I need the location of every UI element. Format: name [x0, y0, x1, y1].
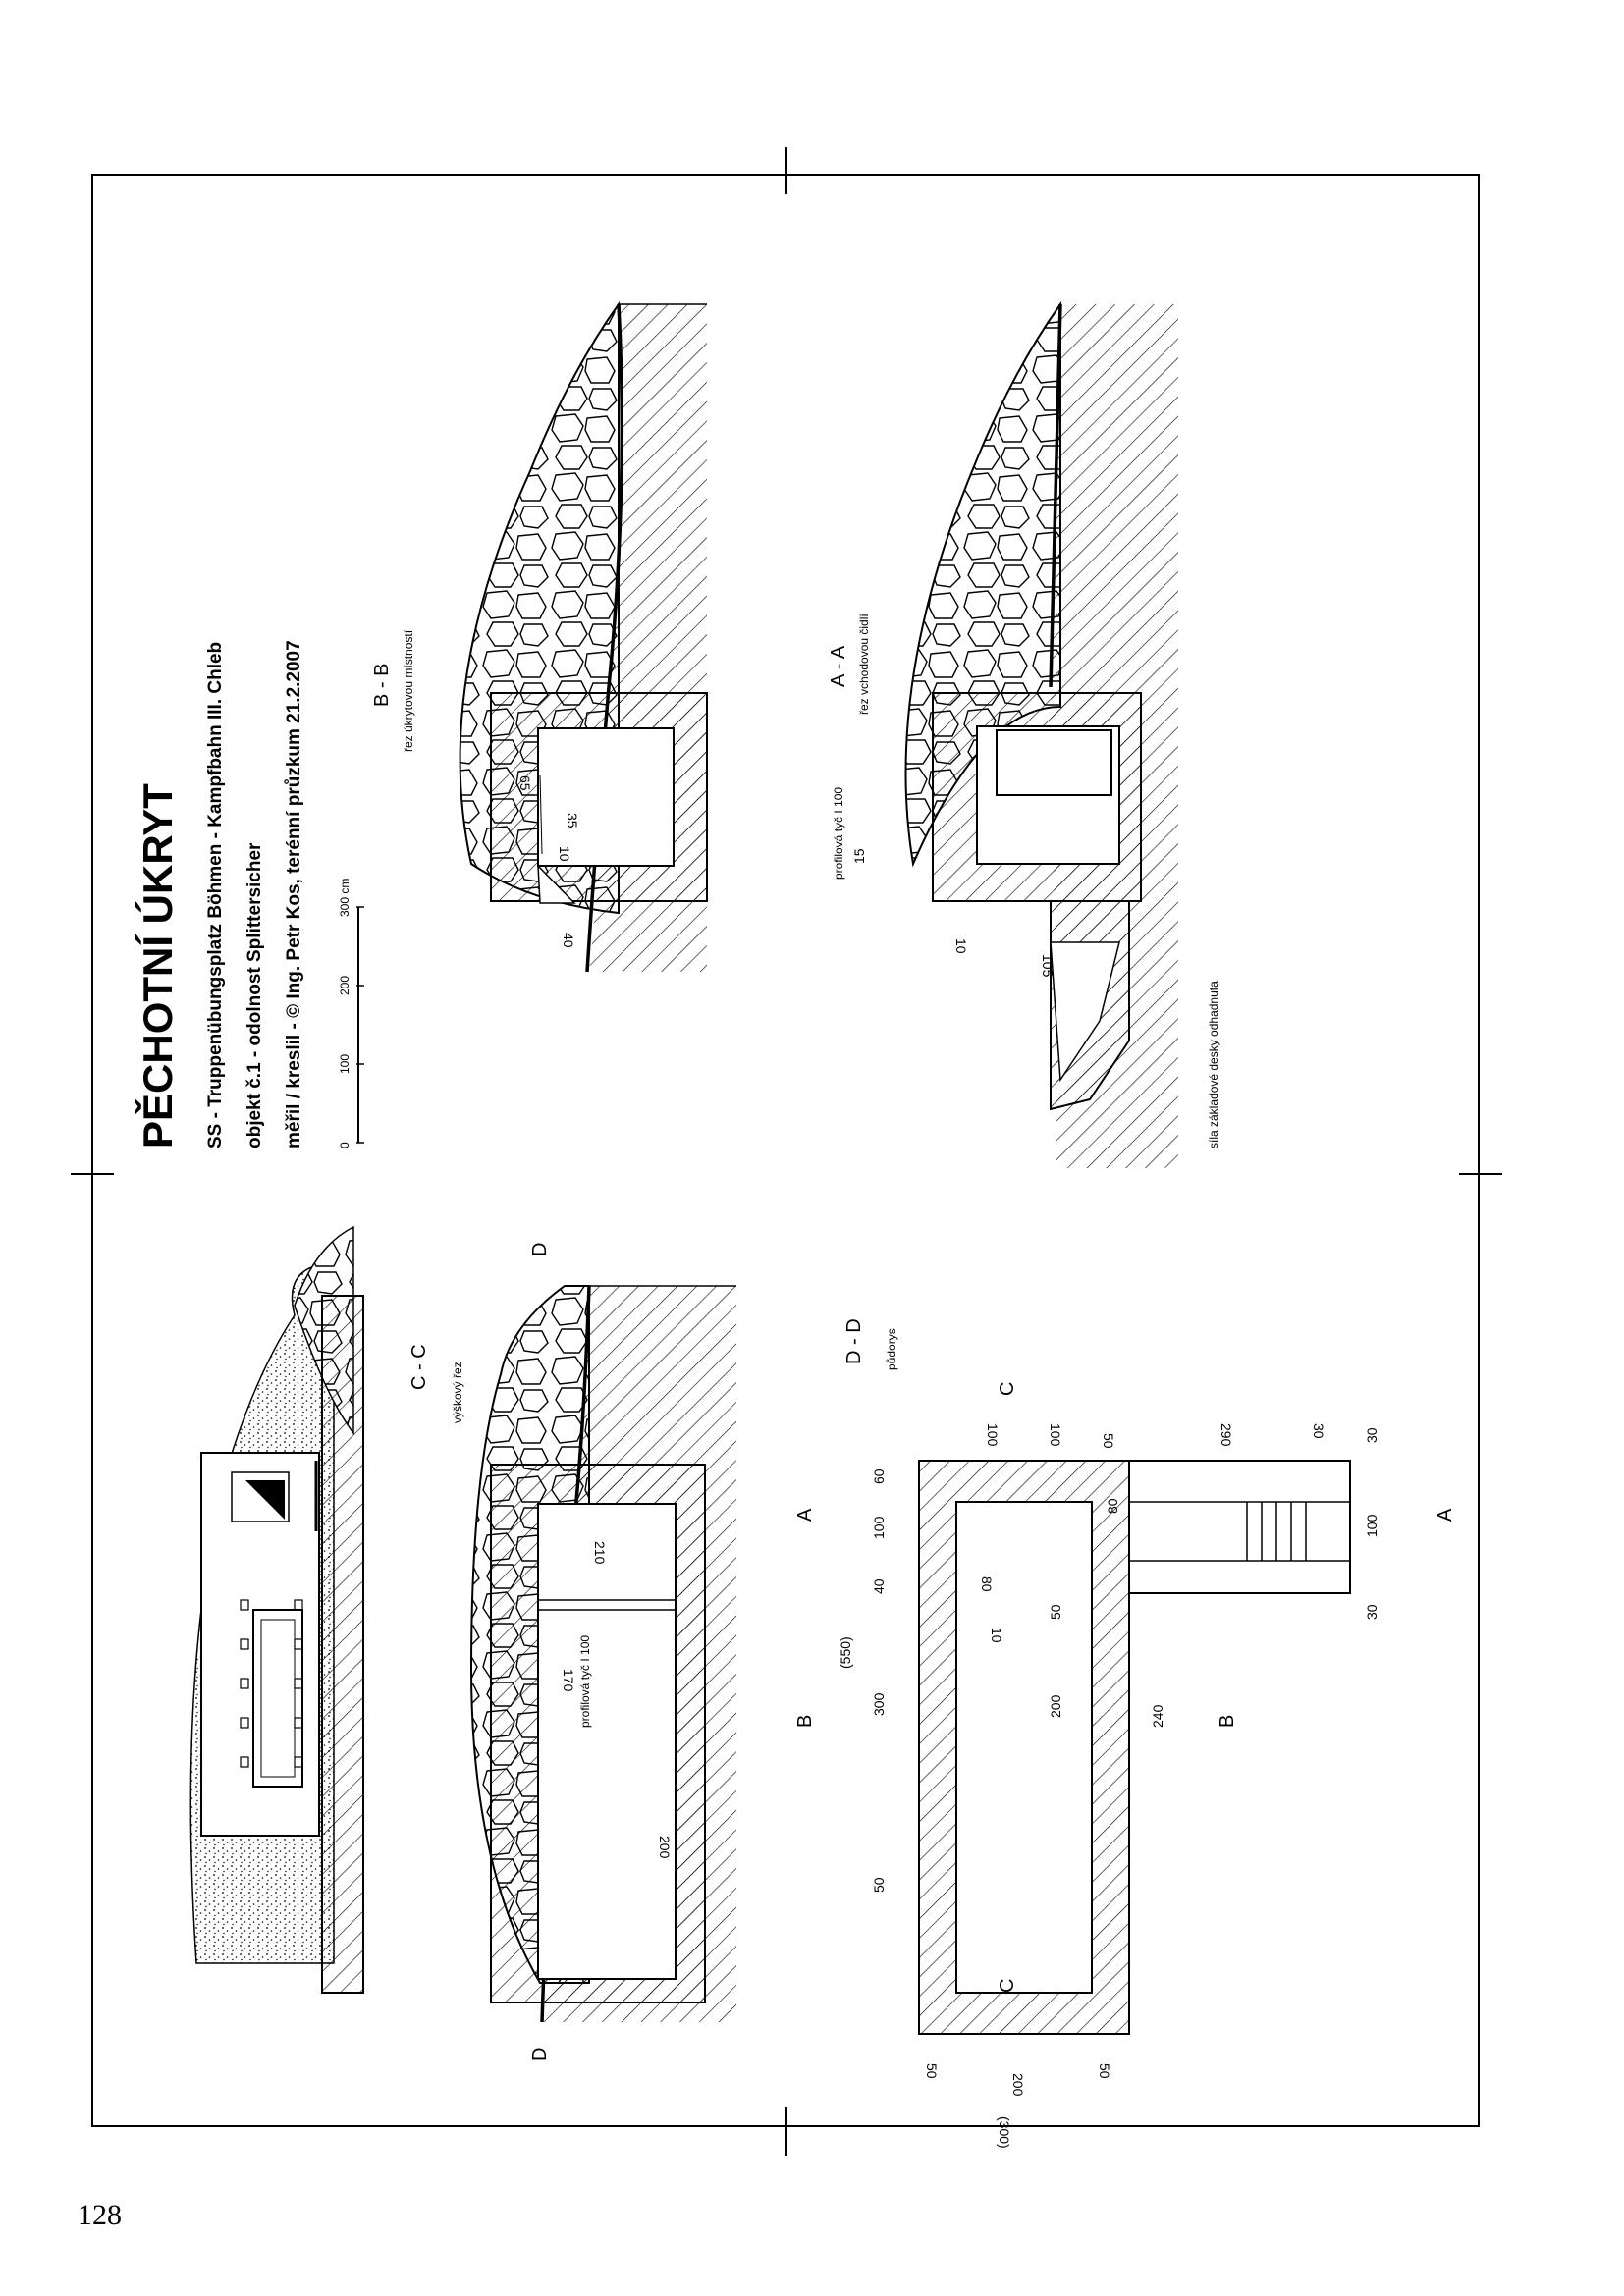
dd-caption: půdorys	[885, 1328, 898, 1370]
title-line-1: SS - Truppenübungsplatz Böhmen - Kampfba…	[205, 642, 226, 1148]
dd-left-dim-4: 300	[871, 1692, 887, 1716]
drawing-title: PĚCHOTNÍ ÚKRYT	[134, 783, 181, 1148]
dd-left-dim-3: 40	[871, 1578, 887, 1594]
aa-note-foundation: síla základové desky odhadnuta	[1207, 981, 1220, 1148]
cc-dim-170: 170	[561, 1669, 576, 1692]
bb-dim-10: 10	[557, 846, 572, 862]
section-cc: C - C výškový řez profilová tyč I 100 21…	[408, 1285, 736, 2023]
dd-bottom-dim-3: 50	[1097, 2063, 1112, 2079]
scale-tick-0: 0	[338, 1142, 352, 1148]
dd-inner-dim-6: 240	[1150, 1704, 1165, 1728]
dd-bottom-dim-4: (300)	[997, 2116, 1012, 2149]
marker-d-bottom: D	[529, 2048, 551, 2061]
aa-label: A - A	[828, 645, 849, 687]
dd-left-dim-2: 100	[871, 1516, 887, 1539]
marker-c-bottom: C	[997, 1979, 1018, 1993]
aa-dim-15: 15	[851, 848, 867, 864]
bb-dim-65: 65	[517, 775, 533, 791]
perspective-loophole-row	[240, 1599, 303, 1788]
scale-tick-100: 100	[338, 1054, 352, 1074]
marker-a-right: A	[1435, 1508, 1456, 1522]
dd-top-dim-4: 290	[1218, 1423, 1234, 1447]
dd-left-dim-5: 50	[871, 1877, 887, 1893]
cc-dim-210: 210	[592, 1541, 608, 1565]
perspective-view	[189, 1225, 364, 1994]
title-line-2: objekt č.1 - odolnost Splittersicher	[244, 842, 265, 1148]
aa-dim-105: 105	[1040, 954, 1056, 978]
dd-inner-dim-5: 200	[1048, 1694, 1063, 1718]
dd-dimensions-bottom: 50 200 50 (300)	[924, 2063, 1112, 2149]
sheet-frame	[71, 147, 1502, 2156]
aa-note-profile: profilová tyč I 100	[832, 787, 845, 880]
dd-top-dim-1: 100	[985, 1423, 1001, 1447]
section-aa: A - A řez vchodovou čidlí profilová tyč …	[828, 300, 1220, 1168]
dd-inner-dim-3: 10	[989, 1628, 1004, 1643]
dd-right-dim-2: 100	[1364, 1514, 1380, 1537]
dd-top-dim-2: 100	[1048, 1423, 1063, 1447]
dd-bottom-dim-2: 200	[1010, 2073, 1026, 2097]
dd-inner-dim-1: 80	[1105, 1498, 1120, 1514]
dd-top-dim-3: 50	[1101, 1433, 1116, 1449]
cc-dimensions: 210 170 200	[561, 1541, 673, 1859]
dd-dimensions-left: 60 100 40 300 50 (550)	[838, 1468, 887, 1893]
dd-bottom-dim-1: 50	[924, 2063, 940, 2079]
dd-label: D - D	[843, 1318, 865, 1364]
marker-b-left: B	[794, 1715, 816, 1728]
dd-inner-dim-2: 80	[979, 1576, 995, 1592]
title-block: PĚCHOTNÍ ÚKRYT SS - Truppenübungsplatz B…	[134, 640, 364, 1148]
bb-caption: řez úkrytovou místností	[402, 629, 415, 752]
marker-c-top: C	[997, 1382, 1018, 1396]
cc-note-profile: profilová tyč I 100	[578, 1635, 592, 1728]
cc-label: C - C	[408, 1344, 430, 1390]
dd-left-dim-1: 60	[871, 1468, 887, 1484]
scale-tick-200: 200	[338, 976, 352, 995]
marker-b-right: B	[1217, 1715, 1238, 1728]
dd-right-dim-3: 30	[1364, 1604, 1380, 1620]
bb-dim-35: 35	[565, 813, 580, 828]
aa-caption: řez vchodovou čidlí	[857, 614, 871, 715]
section-dd: D - D půdorys 100 100 50 290 30 60 100 4…	[838, 1318, 1380, 2148]
page-number: 128	[78, 2199, 122, 2231]
dd-dimensions-top: 100 100 50 290 30	[985, 1423, 1326, 1449]
title-line-3: měřil / kreslil - © Ing. Petr Kos, terén…	[284, 640, 304, 1148]
aa-dim-10: 10	[953, 938, 969, 954]
dd-inner-dim-4: 50	[1048, 1604, 1063, 1620]
dd-top-dim-5: 30	[1311, 1423, 1326, 1439]
dd-right-dim-1: 30	[1364, 1427, 1380, 1443]
marker-d-top: D	[529, 1243, 551, 1256]
scale-tick-300: 300 cm	[338, 879, 352, 917]
marker-a-left: A	[794, 1508, 816, 1522]
cc-dim-200: 200	[657, 1836, 673, 1859]
cc-caption: výškový řez	[451, 1362, 464, 1423]
dd-left-dim-6: (550)	[838, 1636, 853, 1669]
dd-dimensions-inner: 80 80 10 50 200 240	[979, 1498, 1165, 1728]
bb-dimensions: 65 35 10 40	[517, 774, 580, 948]
aa-dimensions: 15 10 105	[851, 848, 1056, 977]
section-markers: D D C C A A B B	[529, 1243, 1456, 2061]
section-bb: B - B řez úkrytovou místností 65 35 10 4…	[371, 300, 708, 973]
bb-label: B - B	[371, 664, 393, 707]
scale-bar: 0 100 200 300 cm	[338, 879, 364, 1148]
bb-dim-40: 40	[561, 933, 576, 948]
dd-dimensions-right: 30 100 30	[1364, 1427, 1380, 1620]
